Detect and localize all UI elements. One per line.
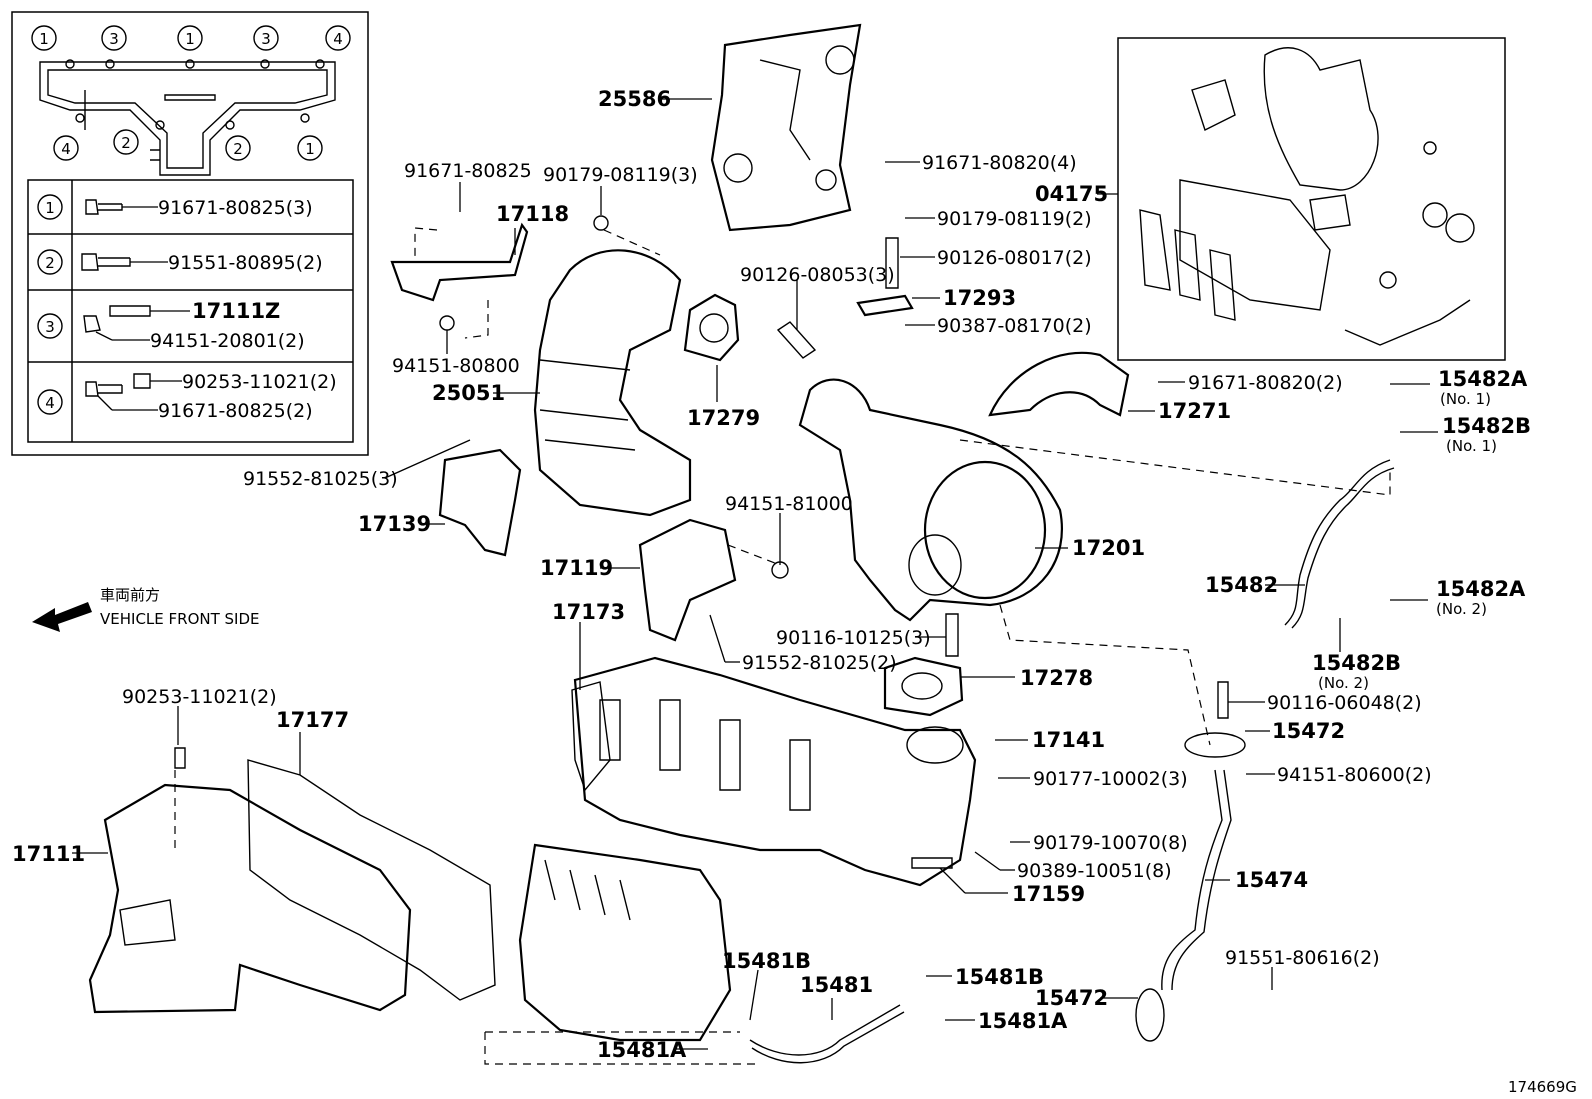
direction-en: VEHICLE FRONT SIDE: [100, 610, 260, 628]
label-94151-80600-2: 94151-80600(2): [1277, 764, 1432, 786]
label-90179-08119-2: 90179-08119(2): [937, 208, 1092, 230]
label-90177-10002-3: 90177-10002(3): [1033, 768, 1188, 790]
inset-legend: 1 3 1 3 4 4 2 2 1 1 91671-80825(3) 2: [11, 11, 369, 456]
label-17279: 17279: [687, 406, 760, 430]
gasket-diagram: [39, 59, 336, 176]
legend-row-4-part-a: 90253-11021(2): [182, 371, 337, 393]
marker-3b: 3: [261, 30, 271, 48]
marker-1c: 1: [305, 140, 315, 158]
legend-row-2-part: 91551-80895(2): [168, 252, 323, 274]
label-91671-80820-4: 91671-80820(4): [922, 152, 1077, 174]
label-15482B-no2-sub: (No. 2): [1318, 674, 1369, 692]
marker-2b: 2: [233, 140, 243, 158]
label-90179-10070-8: 90179-10070(8): [1033, 832, 1188, 854]
dashed-guides: [174, 227, 1391, 1065]
label-90389-10051-8: 90389-10051(8): [1017, 860, 1172, 882]
label-91671-80820-2: 91671-80820(2): [1188, 372, 1343, 394]
label-90387-08170-2: 90387-08170(2): [937, 315, 1092, 337]
label-15482: 15482: [1205, 573, 1278, 597]
label-94151-80800: 94151-80800: [392, 355, 520, 377]
label-15474: 15474: [1235, 868, 1308, 892]
label-17173: 17173: [552, 600, 625, 624]
vehicle-front-indicator: 車両前方 VEHICLE FRONT SIDE: [32, 586, 260, 632]
label-91551-80616-2: 91551-80616(2): [1225, 947, 1380, 969]
label-17201: 17201: [1072, 536, 1145, 560]
label-25051: 25051: [432, 381, 505, 405]
label-90116-06048-2: 90116-06048(2): [1267, 692, 1422, 714]
legend-row-1-index: 1: [45, 199, 55, 217]
label-90253-11021-2: 90253-11021(2): [122, 686, 277, 708]
label-15481B-left: 15481B: [722, 949, 811, 973]
label-17111: 17111: [12, 842, 85, 866]
legend-row-3-part-a: 17111Z: [192, 299, 280, 323]
label-15481A-left: 15481A: [597, 1038, 687, 1062]
label-04175: 04175: [1035, 182, 1108, 206]
label-15472-bottom: 15472: [1035, 986, 1108, 1010]
legend-row-2-index: 2: [45, 254, 55, 272]
label-17139: 17139: [358, 512, 431, 536]
label-15482A-no2-sub: (No. 2): [1436, 600, 1487, 618]
front-arrow-icon: [32, 602, 92, 632]
label-25586: 25586: [598, 87, 671, 111]
label-15482A-no1-sub: (No. 1): [1440, 390, 1491, 408]
label-17293: 17293: [943, 286, 1016, 310]
legend-row-3-part-b: 94151-20801(2): [150, 330, 305, 352]
part-labels: 25586 91671-80820(4) 91671-80825 90179-0…: [12, 87, 1531, 1062]
assembly-inset: [1117, 37, 1506, 361]
parts-artwork: [88, 23, 1395, 1064]
label-15481: 15481: [800, 973, 873, 997]
label-17278: 17278: [1020, 666, 1093, 690]
label-90126-08017-2: 90126-08017(2): [937, 247, 1092, 269]
marker-3: 3: [109, 30, 119, 48]
figure-code: 174669G: [1508, 1078, 1577, 1096]
label-91671-80825: 91671-80825: [404, 160, 532, 182]
label-15482A-no1: 15482A: [1438, 367, 1528, 391]
label-15482B-no2: 15482B: [1312, 651, 1401, 675]
label-15472-top: 15472: [1272, 719, 1345, 743]
marker-1b: 1: [185, 30, 195, 48]
label-17118: 17118: [496, 202, 569, 226]
label-91552-81025-3: 91552-81025(3): [243, 468, 398, 490]
label-91552-81025-2: 91552-81025(2): [742, 652, 897, 674]
marker-2: 2: [121, 134, 131, 152]
label-15482A-no2: 15482A: [1436, 577, 1526, 601]
direction-jp: 車両前方: [100, 586, 160, 604]
label-17271: 17271: [1158, 399, 1231, 423]
label-17159: 17159: [1012, 882, 1085, 906]
marker-4: 4: [333, 30, 343, 48]
label-17177: 17177: [276, 708, 349, 732]
label-90116-10125-3: 90116-10125(3): [776, 627, 931, 649]
legend-table: 1 91671-80825(3) 2 91551-80895(2) 3 1711…: [27, 179, 354, 443]
gasket-markers: 1 3 1 3 4 4 2 2 1: [31, 25, 351, 161]
label-17141: 17141: [1032, 728, 1105, 752]
leader-lines: [72, 98, 1438, 1050]
legend-row-1-part: 91671-80825(3): [158, 197, 313, 219]
marker-1: 1: [39, 30, 49, 48]
label-15482B-no1: 15482B: [1442, 414, 1531, 438]
label-90126-08053-3: 90126-08053(3): [740, 264, 895, 286]
label-94151-81000: 94151-81000: [725, 493, 853, 515]
legend-row-3-index: 3: [45, 318, 55, 336]
label-15481B-right: 15481B: [955, 965, 1044, 989]
marker-4b: 4: [61, 140, 71, 158]
legend-row-4-part-b: 91671-80825(2): [158, 400, 313, 422]
label-90179-08119-3: 90179-08119(3): [543, 164, 698, 186]
label-15481A-right: 15481A: [978, 1009, 1068, 1033]
label-17119: 17119: [540, 556, 613, 580]
label-15482B-no1-sub: (No. 1): [1446, 437, 1497, 455]
legend-row-4-index: 4: [45, 394, 55, 412]
